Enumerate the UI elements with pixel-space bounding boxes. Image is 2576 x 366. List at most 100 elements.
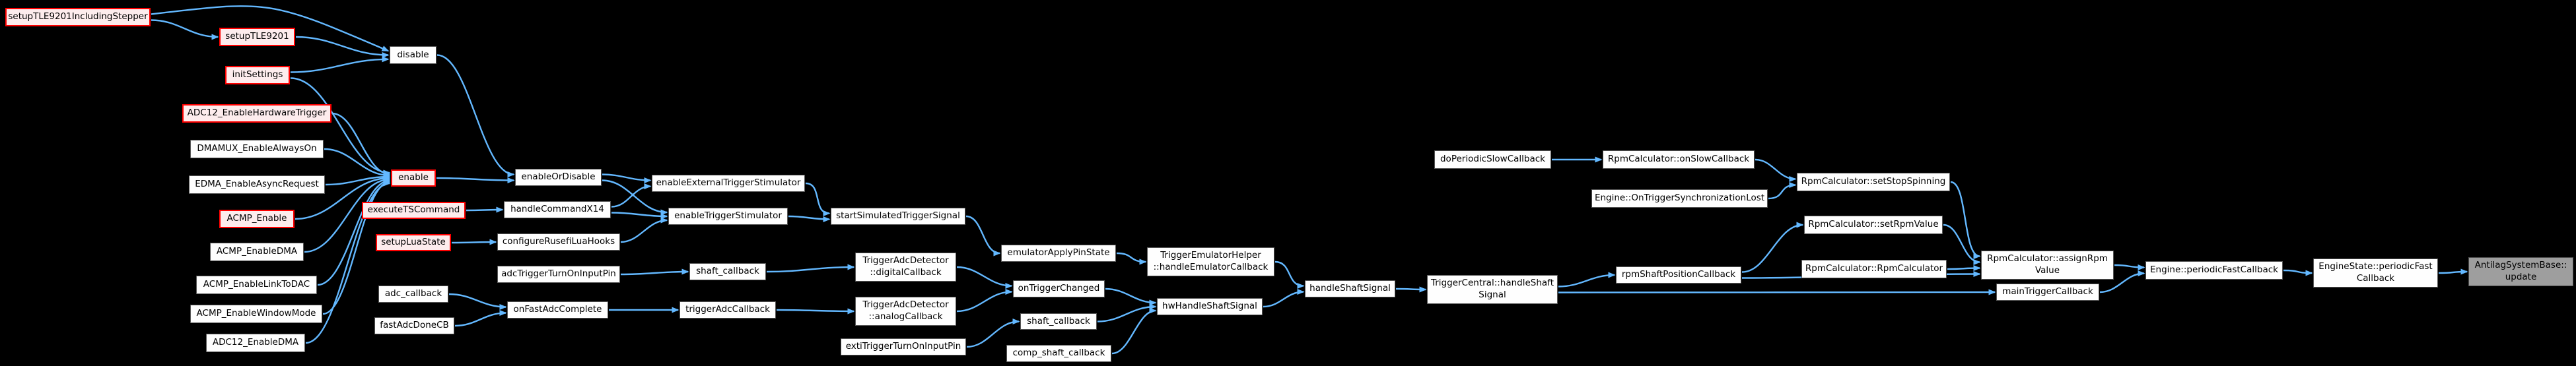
graph-node[interactable]: TriggerAdcDetector ::digitalCallback (855, 253, 956, 282)
call-edge (1947, 265, 1981, 272)
call-edge (788, 215, 831, 222)
call-edge (290, 56, 390, 73)
graph-node[interactable]: startSimulatedTriggerSignal (831, 208, 965, 225)
call-edge (1105, 288, 1157, 306)
call-edge (324, 148, 391, 179)
call-edge (290, 77, 391, 176)
graph-node[interactable]: doPeriodicSlowCallback (1434, 150, 1551, 169)
call-edge (1395, 286, 1427, 293)
graph-node[interactable]: setupTLE9201IncludingStepper (5, 8, 151, 26)
call-edge (805, 182, 831, 216)
graph-node[interactable]: RpmCalculator::setRpmValue (1804, 216, 1943, 234)
call-edge (436, 54, 515, 177)
graph-node[interactable]: shaft_callback (1020, 313, 1097, 330)
graph-node[interactable]: rpmShaftPositionCallback (1616, 266, 1741, 284)
call-edge (1097, 303, 1157, 322)
graph-node[interactable]: setupLuaState (376, 234, 451, 251)
call-edge (451, 239, 497, 245)
call-edge (454, 310, 507, 327)
graph-node[interactable]: initSettings (225, 66, 290, 84)
graph-node[interactable]: enableOrDisable (515, 169, 602, 186)
graph-node[interactable]: Engine::periodicFastCallback (2145, 261, 2283, 280)
graph-node[interactable]: enableExternalTriggerStimulator (652, 175, 805, 192)
graph-node[interactable]: ACMP_Enable (219, 210, 295, 228)
call-edge (1111, 307, 1157, 355)
call-edge (304, 176, 391, 253)
call-edge (2438, 268, 2468, 275)
call-edge (331, 112, 391, 177)
graph-node[interactable]: executeTSCommand (362, 202, 466, 219)
graph-node[interactable]: DMAMUX_EnableAlwaysOn (190, 140, 324, 158)
call-edge (965, 215, 1001, 257)
call-edge (602, 173, 652, 183)
call-edge (2099, 270, 2145, 293)
graph-node[interactable]: emulatorApplyPinState (1001, 245, 1116, 262)
call-edge (956, 289, 1013, 313)
graph-node[interactable]: fastAdcDoneCB (374, 317, 454, 334)
call-edge (1950, 181, 1981, 259)
graph-node[interactable]: EDMA_EnableAsyncRequest (189, 175, 325, 194)
call-edge (1558, 272, 1616, 288)
graph-node[interactable]: triggerAdcCallback (679, 301, 776, 319)
graph-node[interactable]: mainTriggerCallback (1996, 284, 2099, 301)
graph-node[interactable]: ADC12_EnableHardwareTrigger (182, 104, 331, 123)
graph-node[interactable]: onTriggerChanged (1013, 280, 1105, 297)
call-edge (317, 177, 391, 286)
edge-group (151, 5, 2468, 355)
call-edge (611, 183, 652, 208)
call-edge (1558, 289, 1996, 295)
graph-node[interactable]: RpmCalculator::RpmCalculator (1801, 260, 1947, 278)
graph-node[interactable]: EngineState::periodicFast Callback (2313, 259, 2438, 288)
graph-node[interactable]: ACMP_EnableDMA (210, 243, 304, 261)
call-edge (295, 36, 390, 58)
call-edge (2114, 264, 2145, 270)
graph-node[interactable]: setupTLE9201 (219, 28, 295, 46)
call-edge (295, 175, 391, 220)
call-edge (436, 177, 515, 183)
graph-node[interactable]: onFastAdcComplete (507, 301, 608, 319)
call-edge (1274, 260, 1305, 289)
graph-node[interactable]: RpmCalculator::assignRpm Value (1981, 251, 2114, 280)
call-edge (1263, 289, 1305, 308)
call-edge (151, 19, 219, 40)
call-edge (1943, 224, 1981, 265)
call-edge (2283, 269, 2313, 276)
graph-node[interactable]: RpmCalculator::setStopSpinning (1797, 173, 1950, 191)
graph-node[interactable]: extiTriggerTurnOnInputPin (841, 338, 966, 355)
graph-node[interactable]: RpmCalculator::onSlowCallback (1603, 150, 1755, 169)
graph-node[interactable]: TriggerAdcDetector ::analogCallback (855, 297, 956, 326)
call-edge (611, 212, 668, 220)
call-edge (776, 308, 855, 315)
call-edge (1116, 252, 1147, 265)
graph-node[interactable]: enable (391, 169, 436, 187)
graph-node[interactable]: comp_shaft_callback (1006, 345, 1111, 362)
graph-node[interactable]: hwHandleShaftSignal (1157, 298, 1263, 315)
graph-node[interactable]: adc_callback (378, 286, 448, 303)
call-edge (766, 264, 855, 273)
graph-node[interactable]: adcTriggerTurnOnInputPin (497, 266, 620, 283)
call-edge (151, 5, 390, 52)
call-edge (620, 217, 668, 243)
graph-node[interactable]: handleShaftSignal (1305, 280, 1395, 297)
call-edge (1768, 182, 1797, 200)
call-edge (1755, 158, 1797, 182)
call-edge (448, 293, 507, 310)
graph-node[interactable]: TriggerEmulatorHelper ::handleEmulatorCa… (1147, 247, 1274, 276)
call-edge (1741, 222, 1804, 273)
call-edge (620, 268, 689, 276)
graph-node[interactable]: disable (390, 46, 436, 64)
graph-node[interactable]: enableTriggerStimulator (668, 208, 788, 225)
graph-node[interactable]: configureRusefiLuaHooks (497, 233, 620, 251)
graph-node[interactable]: ACMP_EnableWindowMode (190, 305, 322, 323)
graph-node[interactable]: Engine::OnTriggerSynchronizationLost (1591, 189, 1768, 208)
call-edge (966, 319, 1020, 348)
graph-node-target: AntilagSystemBase:: update (2468, 257, 2573, 286)
graph-node[interactable]: ACMP_EnableLinkToDAC (196, 276, 317, 294)
graph-node[interactable]: shaft_callback (689, 263, 766, 280)
graph-node[interactable]: TriggerCentral::handleShaft Signal (1427, 275, 1558, 304)
graph-node[interactable]: ADC12_EnableDMA (206, 334, 305, 352)
graph-node[interactable]: handleCommandX14 (504, 201, 611, 218)
call-edge (305, 180, 391, 344)
